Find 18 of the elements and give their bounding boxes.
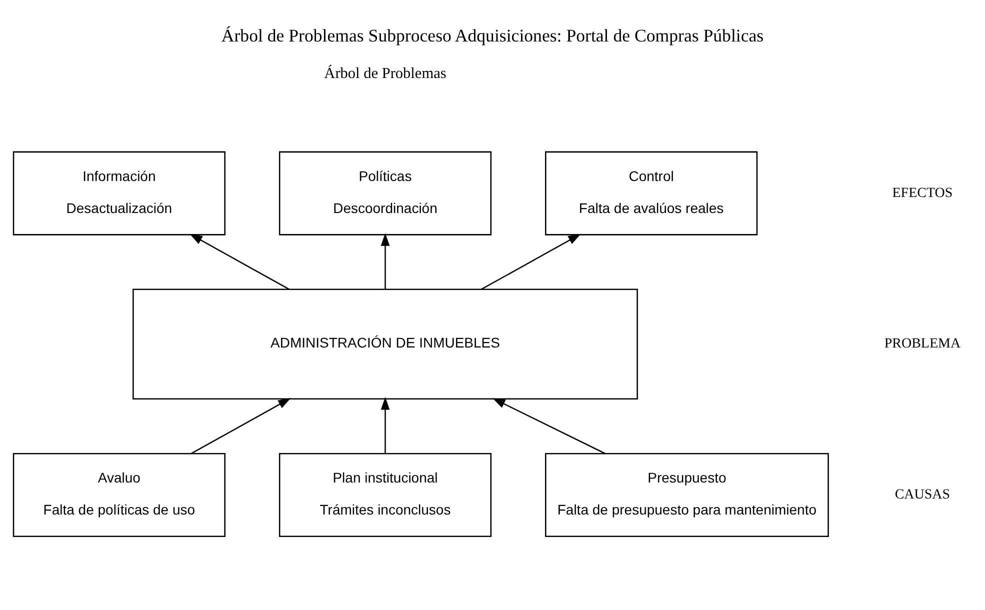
node-box: Presupuesto Falta de presupuesto para mantenimiento — [545, 453, 829, 538]
arrow — [480, 234, 581, 290]
arrow — [190, 234, 290, 290]
node-box: Información Desactualización — [12, 151, 226, 236]
label: PROBLEMA — [884, 336, 961, 352]
arrow — [190, 398, 291, 454]
label: EFECTOS — [892, 186, 953, 201]
node-box: Avaluo Falta de políticas de uso — [12, 453, 226, 538]
node-box: Políticas Descoordinación — [278, 151, 492, 236]
arrow — [380, 233, 390, 290]
arrow — [380, 397, 390, 454]
node-box: Plan institucional Trámites inconclusos — [278, 453, 492, 538]
node-box: ADMINISTRACIÓN DE INMUEBLES — [132, 288, 638, 400]
label: Árbol de Problemas — [324, 65, 446, 82]
label: CAUSAS — [894, 488, 950, 503]
node-box: Control Falta de avalúos reales — [545, 151, 758, 236]
diagram-title: Árbol de Problemas Subproceso Adquisiciones: Portal de Compras Públicas — [221, 25, 764, 46]
arrow — [492, 398, 606, 454]
